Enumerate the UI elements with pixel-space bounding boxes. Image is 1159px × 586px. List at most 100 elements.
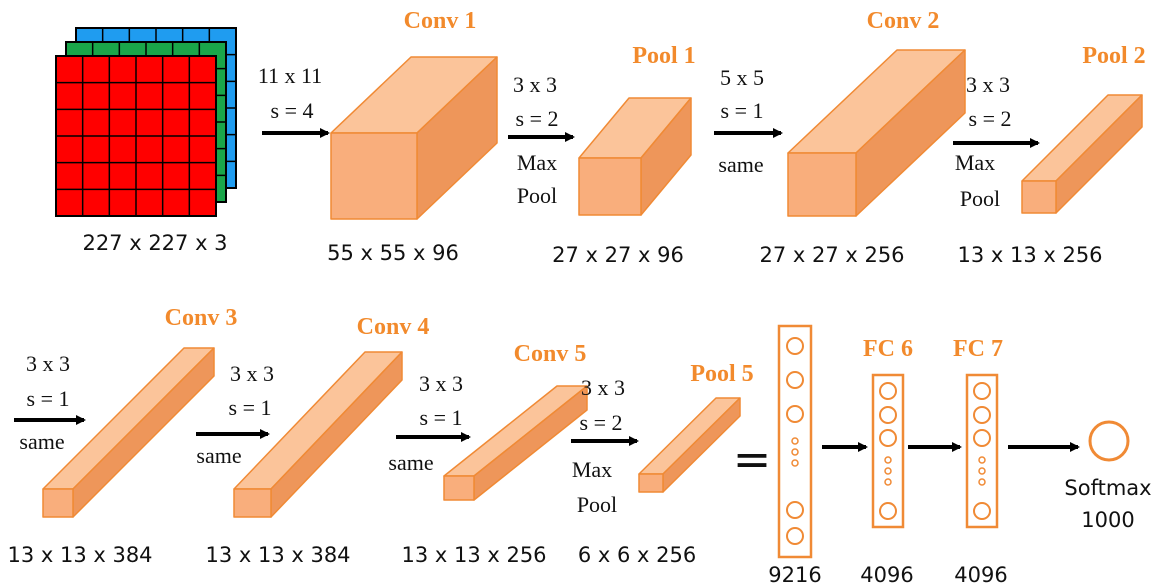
neuron-node bbox=[786, 371, 804, 389]
neuron-node bbox=[791, 459, 799, 467]
op-conv4: 3 x 3 s = 1 same bbox=[196, 361, 274, 468]
op-stride-label: s = 2 bbox=[969, 106, 1012, 131]
pool1-volume bbox=[578, 97, 692, 216]
op-conv5: 3 x 3 s = 1 same bbox=[388, 371, 471, 475]
volume-front-face bbox=[578, 157, 642, 216]
neuron-node bbox=[973, 429, 991, 447]
neuron-node bbox=[791, 437, 799, 445]
pool5-volume bbox=[638, 397, 741, 493]
volume-front-face bbox=[330, 132, 418, 220]
op-conv1: 11 x 11 s = 4 bbox=[258, 63, 330, 138]
volume-side-face bbox=[72, 347, 215, 518]
fc-dim-fc6: 4096 bbox=[860, 563, 913, 586]
op-extra-label: same bbox=[388, 450, 433, 475]
op-extra-label: same bbox=[718, 152, 763, 177]
op-stride-label: s = 4 bbox=[271, 98, 314, 123]
fc-column-frame bbox=[777, 324, 813, 559]
op-extra-label: Pool bbox=[577, 492, 617, 517]
conv3-volume bbox=[42, 347, 215, 518]
equals-sign: = bbox=[733, 432, 772, 486]
op-extra-label: same bbox=[19, 429, 64, 454]
op-kernel-label: 3 x 3 bbox=[513, 72, 557, 97]
neuron-node bbox=[786, 405, 804, 423]
neuron-node bbox=[978, 456, 986, 464]
layer-title-pool2: Pool 2 bbox=[1082, 43, 1145, 69]
op-stride-label: s = 1 bbox=[27, 386, 70, 411]
op-stride-label: s = 2 bbox=[580, 410, 623, 435]
layer-dim-pool5: 6 x 6 x 256 bbox=[578, 543, 696, 567]
op-extra-label: Max bbox=[572, 457, 612, 482]
neuron-node bbox=[879, 429, 897, 447]
op-extra-label: Max bbox=[517, 150, 557, 175]
op-kernel-label: 3 x 3 bbox=[26, 351, 70, 376]
op-pool2: 3 x 3 s = 2 Max Pool bbox=[953, 72, 1040, 211]
layer-dim-conv2: 27 x 27 x 256 bbox=[759, 243, 904, 267]
layer-title-pool5: Pool 5 bbox=[690, 361, 753, 387]
input-dim-label: 227 x 227 x 3 bbox=[82, 231, 227, 255]
layer-dim-conv3: 13 x 13 x 384 bbox=[7, 543, 152, 567]
layer-title-conv3: Conv 3 bbox=[165, 305, 238, 331]
neuron-node bbox=[884, 478, 892, 486]
op-conv3: 3 x 3 s = 1 same bbox=[14, 351, 86, 454]
op-pool5: 3 x 3 s = 2 Max Pool bbox=[571, 375, 639, 517]
neuron-node bbox=[973, 382, 991, 400]
pool2-volume bbox=[1021, 94, 1143, 214]
neuron-node bbox=[973, 502, 991, 520]
fc-title-fc6: FC 6 bbox=[863, 336, 913, 362]
op-extra-label: same bbox=[196, 443, 241, 468]
neuron-node bbox=[978, 478, 986, 486]
neuron-node bbox=[786, 501, 804, 519]
fc-column-frame bbox=[871, 373, 905, 529]
layer-dim-conv4: 13 x 13 x 384 bbox=[205, 543, 350, 567]
neuron-node bbox=[884, 467, 892, 475]
layer-title-conv5: Conv 5 bbox=[514, 341, 587, 367]
op-extra-label: Pool bbox=[517, 183, 557, 208]
volume-front-face bbox=[233, 488, 272, 518]
fc-dim-flatten: 9216 bbox=[768, 563, 821, 586]
neuron-node bbox=[879, 502, 897, 520]
layer-dim-conv5: 13 x 13 x 256 bbox=[401, 543, 546, 567]
softmax-value: 1000 bbox=[1081, 508, 1134, 532]
layer-title-conv1: Conv 1 bbox=[404, 8, 477, 34]
op-extra-label: Pool bbox=[960, 186, 1000, 211]
conv2-volume bbox=[787, 49, 966, 217]
layer-dim-pool1: 27 x 27 x 96 bbox=[552, 243, 684, 267]
op-stride-label: s = 1 bbox=[229, 395, 272, 420]
fc-dim-fc7: 4096 bbox=[954, 563, 1007, 586]
op-pool1: 3 x 3 s = 2 Max Pool bbox=[508, 72, 575, 208]
op-conv2: 5 x 5 s = 1 same bbox=[714, 65, 783, 177]
fc-title-fc7: FC 7 bbox=[953, 336, 1003, 362]
softmax-node bbox=[1088, 420, 1130, 462]
layer-dim-pool2: 13 x 13 x 256 bbox=[957, 243, 1102, 267]
fc6-vector bbox=[871, 373, 905, 529]
neuron-node bbox=[978, 467, 986, 475]
op-kernel-label: 5 x 5 bbox=[720, 65, 764, 90]
neuron-node bbox=[879, 382, 897, 400]
layer-title-conv2: Conv 2 bbox=[867, 8, 940, 34]
neuron-node bbox=[786, 337, 804, 355]
op-kernel-label: 3 x 3 bbox=[966, 72, 1010, 97]
input-channel-red bbox=[55, 55, 217, 217]
op-kernel-label: 3 x 3 bbox=[581, 375, 625, 400]
softmax-label: Softmax bbox=[1064, 476, 1151, 500]
op-kernel-label: 3 x 3 bbox=[419, 371, 463, 396]
flatten-vector bbox=[777, 324, 813, 559]
volume-front-face bbox=[1021, 180, 1057, 214]
volume-front-face bbox=[443, 475, 475, 501]
input-image-stack bbox=[55, 27, 237, 217]
volume-front-face bbox=[638, 473, 664, 493]
op-extra-label: Max bbox=[955, 150, 995, 175]
op-kernel-label: 11 x 11 bbox=[258, 63, 322, 88]
conv4-volume bbox=[233, 351, 403, 518]
neuron-node bbox=[879, 406, 897, 424]
fc-column-frame bbox=[965, 373, 999, 529]
layer-title-conv4: Conv 4 bbox=[357, 314, 430, 340]
neuron-node bbox=[884, 456, 892, 464]
conv1-volume bbox=[330, 56, 498, 220]
conv5-volume bbox=[443, 385, 588, 501]
layer-title-pool1: Pool 1 bbox=[632, 43, 695, 69]
volume-front-face bbox=[787, 152, 857, 217]
op-stride-label: s = 1 bbox=[420, 405, 463, 430]
layer-dim-conv1: 55 x 55 x 96 bbox=[327, 241, 459, 265]
